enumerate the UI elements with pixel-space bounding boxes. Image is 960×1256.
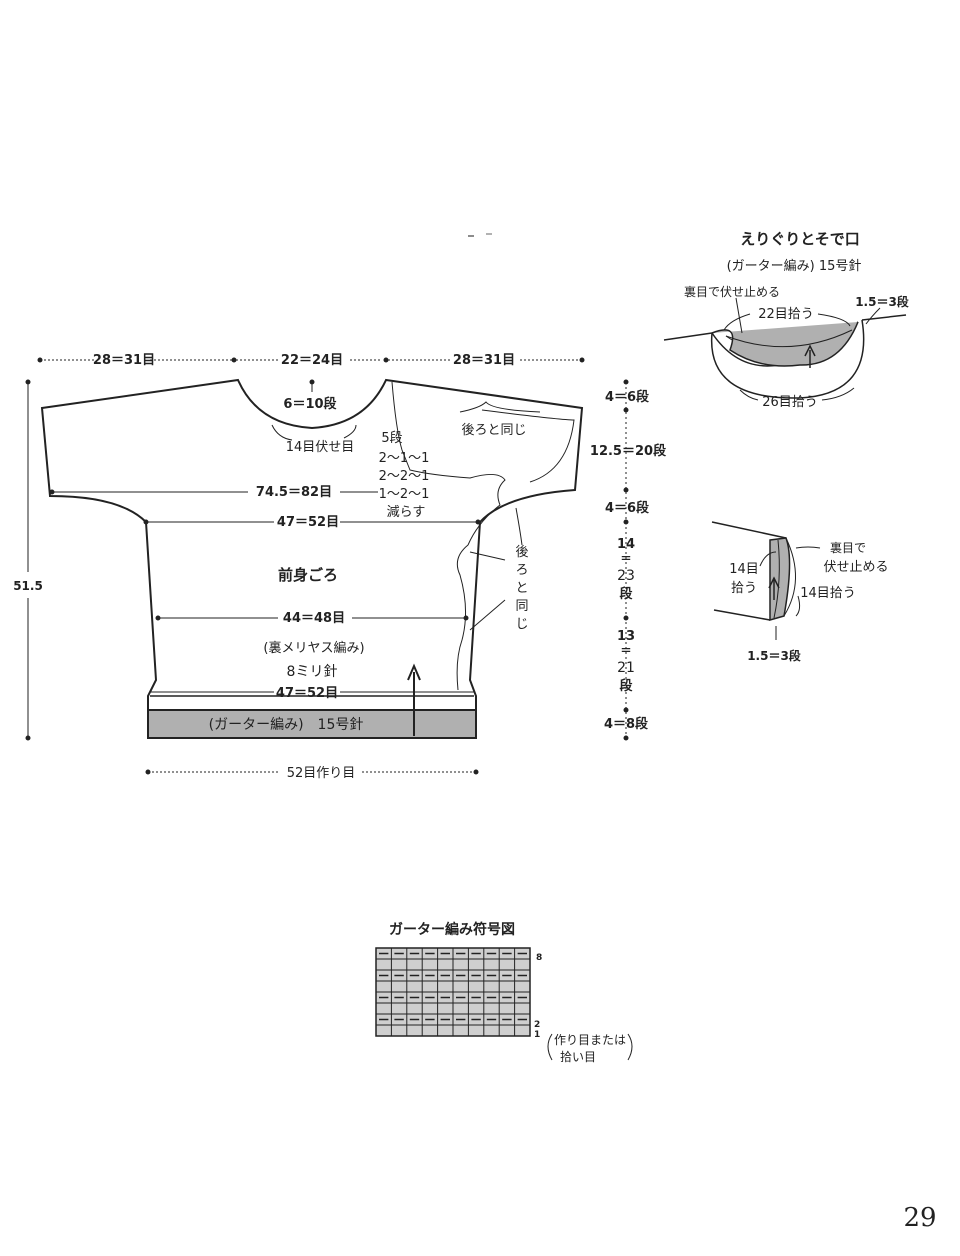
width-chest: 47＝52目: [277, 515, 339, 530]
cuff-pick-right: 14目拾う: [800, 586, 856, 601]
chart-note-l1: 作り目または: [554, 1033, 626, 1047]
height-total: 51.5: [13, 579, 43, 593]
back-overlay-line: [391, 381, 506, 691]
same-as-back-v3: と: [515, 581, 528, 596]
decrease-l2: 2〜1〜1: [379, 451, 430, 466]
decrease-l5: 減らす: [387, 504, 426, 520]
dimension-lines: [25, 357, 629, 775]
neckline-subtitle: (ガーター編み) 15号針: [727, 258, 862, 274]
right-dim-4a: 14: [617, 537, 635, 552]
cuff-pick-left-l1: 14目: [729, 562, 759, 577]
neckline-bind-off: 裏目で伏せ止める: [684, 284, 780, 299]
decrease-l1: 5段: [381, 431, 402, 446]
decrease-l3: 2〜2〜1: [379, 469, 430, 484]
right-dim-5c: 21: [617, 660, 635, 676]
body-labels: 28＝31目 22＝24目 28＝31目 6＝10段 14目伏せ目 5段 2〜1…: [13, 353, 666, 781]
neckline-pick-back: 26目拾う: [762, 395, 818, 410]
dim-top-left: 28＝31目: [93, 353, 155, 368]
dim-top-right: 28＝31目: [453, 353, 515, 368]
right-dim-5a: 13: [617, 629, 635, 644]
neckline-pick-front: 22目拾う: [758, 307, 814, 322]
same-as-back-v5: じ: [515, 617, 528, 632]
garter-chart: ガーター編み符号図 8 2 1 作り目または 拾い目: [375, 921, 633, 1064]
cuff-bind-off-l2: 伏せ止める: [823, 560, 888, 575]
cuff-pick-left-l2: 拾う: [731, 581, 757, 596]
neck-depth: 6＝10段: [283, 396, 336, 412]
cast-on: 52目作り目: [287, 766, 356, 781]
garter-band: [147, 709, 477, 739]
neckline-rows: 1.5＝3段: [855, 294, 910, 309]
right-dim-4b: ＝: [621, 552, 632, 565]
right-dim-2: 12.5＝20段: [590, 443, 666, 459]
right-dim-5b: ＝: [621, 644, 632, 657]
chart-row-top: 8: [536, 953, 542, 963]
same-as-back-v4: 同: [515, 599, 528, 614]
right-dim-4d: 段: [619, 586, 632, 602]
same-as-back-v1: 後: [515, 545, 528, 560]
body-outline: [40, 378, 584, 739]
right-dim-4c: 23: [617, 568, 635, 584]
width-sleeve: 74.5＝82目: [256, 485, 332, 500]
dim-top-center: 22＝24目: [281, 353, 343, 368]
cuff-rows: 1.5＝3段: [747, 648, 802, 663]
piece-title: 前身ごろ: [278, 566, 338, 584]
front-body-piece: [40, 378, 584, 739]
cuff-diagram: 裏目で 伏せ止める 14目 拾う 14目拾う 1.5＝3段: [711, 521, 889, 663]
chart-note-l2: 拾い目: [560, 1049, 596, 1064]
band-label: (ガーター編み) 15号針: [209, 717, 364, 733]
garter-chart-title: ガーター編み符号図: [389, 921, 515, 938]
same-as-back: 後ろと同じ: [461, 423, 526, 438]
leader-lines: [271, 401, 541, 631]
right-dim-1: 4＝6段: [605, 389, 649, 405]
neckline-title: えりぐりとそで口: [740, 230, 860, 248]
right-dim-5d: 段: [619, 678, 632, 694]
stitch-type: (裏メリヤス編み): [263, 640, 364, 656]
width-hem: 47＝52目: [276, 686, 338, 701]
needle-size: 8ミリ針: [287, 664, 338, 680]
right-dim-6: 4＝8段: [604, 716, 648, 732]
right-dim-3: 4＝6段: [605, 500, 649, 516]
chart-row-2: 2: [534, 1020, 540, 1030]
chart-row-1: 1: [534, 1030, 540, 1040]
decrease-l4: 1〜2〜1: [379, 487, 430, 502]
neck-bind-off: 14目伏せ目: [286, 440, 355, 455]
same-as-back-v2: ろ: [515, 563, 528, 578]
neckline-diagram: えりぐりとそで口 (ガーター編み) 15号針 裏目で伏せ止める 22目拾う 1.…: [663, 230, 910, 410]
cuff-bind-off-l1: 裏目で: [830, 540, 866, 555]
page-number: 29: [903, 1203, 936, 1233]
width-waist: 44＝48目: [283, 611, 345, 626]
